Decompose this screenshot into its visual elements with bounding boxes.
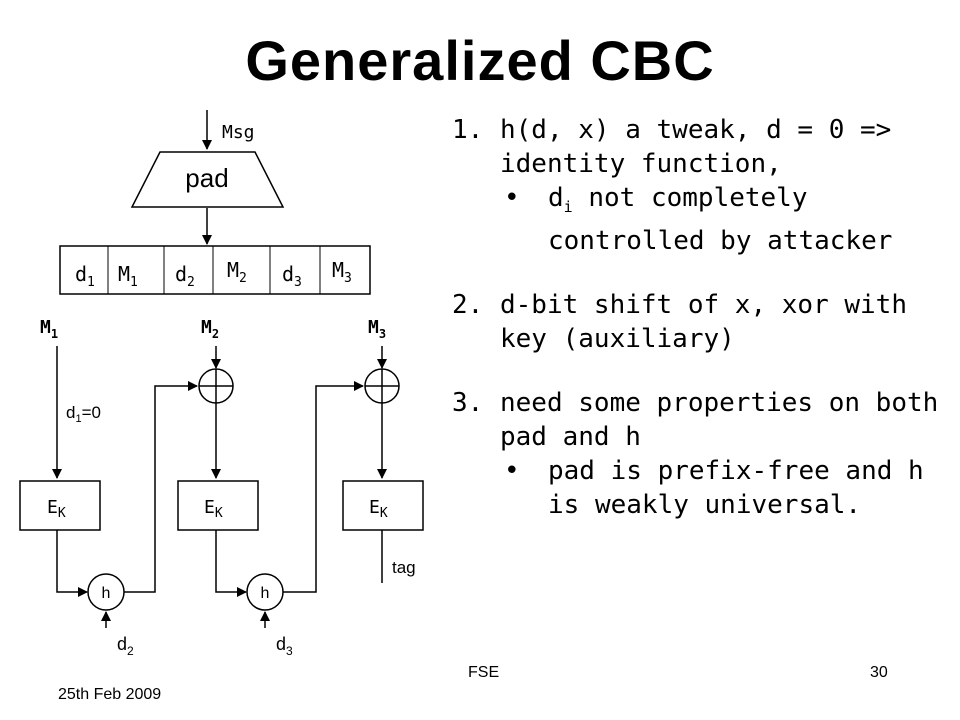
- encryption-block-2: EK: [177, 480, 259, 531]
- footer-date: 25th Feb 2009: [58, 686, 162, 703]
- svg-text:EK: EK: [369, 497, 388, 521]
- point-2-text: d-bit shift of x, xor with key (auxiliar…: [500, 290, 907, 355]
- bullet-dot: •: [504, 456, 520, 487]
- h1-to-xor2-arrow: [124, 381, 198, 593]
- encryption-block-1: EK: [19, 480, 101, 531]
- d1-zero-label: d1=0: [66, 403, 101, 425]
- enc1-to-h1-arrow: [56, 530, 88, 597]
- point-1: 1. h(d, x) a tweak, d = 0 => identity fu…: [452, 113, 952, 181]
- point-1-number: 1.: [452, 115, 484, 145]
- block-d1: d1: [75, 262, 95, 290]
- point-2: 2. d-bit shift of x, xor with key (auxil…: [452, 288, 952, 356]
- block-d3: d3: [282, 262, 302, 290]
- input-m2-label: M2: [201, 317, 219, 341]
- slide-number: 30: [870, 664, 888, 681]
- d2-input-label: d2: [117, 634, 134, 658]
- svg-text:EK: EK: [204, 497, 223, 521]
- msg-label: Msg: [222, 122, 255, 143]
- svg-text:EK: EK: [47, 497, 66, 521]
- tag-label: tag: [392, 558, 416, 577]
- point-3-subpoint: • pad is prefix-free and h is weakly uni…: [504, 456, 924, 521]
- svg-text:h: h: [102, 585, 111, 602]
- svg-text:h: h: [261, 585, 270, 602]
- block-d2: d2: [175, 262, 195, 290]
- h-function-2: h: [246, 573, 284, 611]
- point-3: 3. need some properties on both pad and …: [452, 386, 952, 454]
- point-3-number: 3.: [452, 388, 484, 419]
- input-m3-label: M3: [368, 317, 386, 341]
- pad-label: pad: [185, 163, 228, 193]
- d3-input-label: d3: [276, 634, 293, 658]
- slide-title: Generalized CBC: [245, 29, 715, 92]
- block-m2: M2: [227, 258, 247, 286]
- padded-message-blocks: [59, 245, 371, 295]
- point-1-subpoint: • di not completely controlled by attack…: [504, 183, 893, 257]
- pad-box: [130, 151, 285, 208]
- xor-gate-2: [198, 368, 234, 404]
- bullet-list: 1. h(d, x) a tweak, d = 0 => identity fu…: [452, 113, 952, 522]
- block-m1: M1: [118, 262, 138, 290]
- xor-gate-3: [364, 368, 400, 404]
- bullet-dot: •: [504, 183, 520, 213]
- point-2-number: 2.: [452, 290, 484, 321]
- point-3-text: need some properties on both pad and h: [500, 388, 939, 453]
- encryption-block-3: EK: [342, 480, 424, 531]
- point-1-text: h(d, x) a tweak, d = 0 => identity funct…: [500, 115, 892, 179]
- block-m3: M3: [332, 258, 352, 286]
- h-function-1: h: [87, 573, 125, 611]
- footer-center: FSE: [468, 664, 500, 681]
- input-m1-label: M1: [40, 317, 58, 341]
- h2-to-xor3-arrow: [283, 381, 364, 593]
- enc2-to-h2-arrow: [215, 530, 247, 597]
